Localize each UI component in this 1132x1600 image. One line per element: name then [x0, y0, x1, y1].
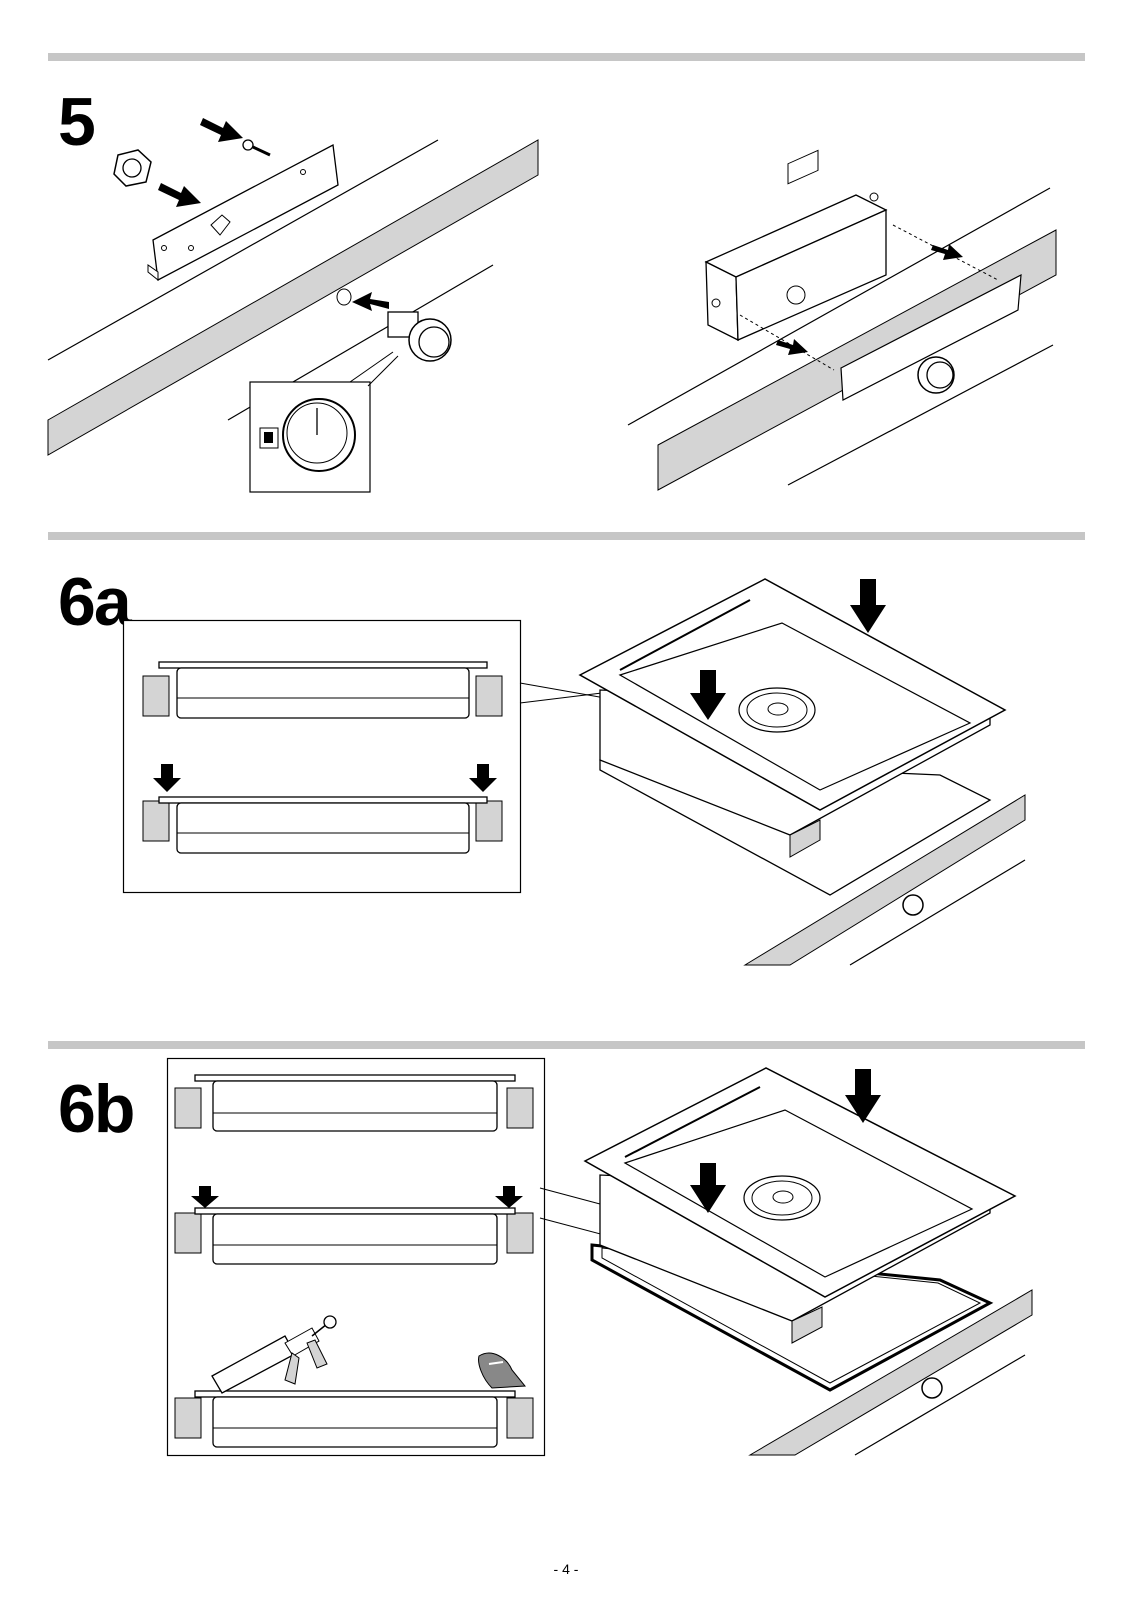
section-rule-middle: [48, 532, 1085, 540]
step6b-detail-box: [167, 1058, 547, 1458]
step6a-hob-illustration: [520, 575, 1040, 970]
step-number-6b: 6b: [58, 1075, 133, 1143]
nut-icon: [114, 150, 151, 186]
arrow-icon: [850, 579, 886, 633]
step5-panel-illustration: [48, 90, 548, 510]
knob-icon: [388, 312, 451, 361]
section-rule-top: [48, 53, 1085, 61]
arrow-icon: [352, 292, 389, 311]
section-rule-bottom: [48, 1041, 1085, 1049]
arrow-icon: [158, 183, 201, 207]
arrow-icon: [200, 118, 243, 142]
step6a-detail-box: [123, 620, 523, 895]
step-number-6a: 6a: [58, 568, 130, 636]
screw-icon: [243, 140, 270, 155]
step5-module-illustration: [628, 180, 1058, 490]
arrow-icon: [776, 339, 808, 355]
step6b-hob-illustration: [540, 1065, 1040, 1460]
page-number: - 4 -: [0, 1561, 1132, 1577]
